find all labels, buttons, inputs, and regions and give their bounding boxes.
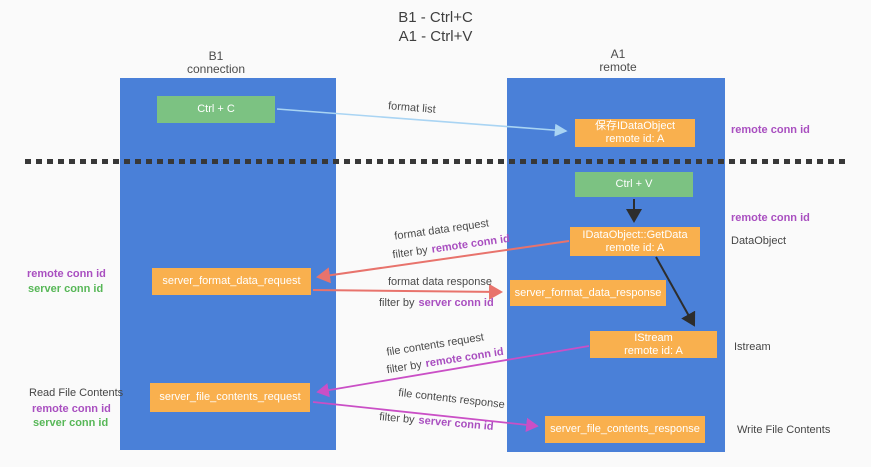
node-ctrl-c: Ctrl + C [157,96,275,123]
label-dataobject: DataObject [731,235,787,247]
node-ctrl-v: Ctrl + V [575,172,693,197]
node-ctrl-c-label: Ctrl + C [197,103,235,115]
label-read-file-contents: Read File Contents [29,387,124,399]
node-server-format-data-response-label: server_format_data_response [514,286,662,299]
diagram-title: B1 - Ctrl+C A1 - Ctrl+V [0,8,871,46]
right-column-header-line1: A1 [610,47,626,61]
arrow-file-contents-request [316,345,590,398]
arrow-format-data-request [316,240,570,284]
label-istream: Istream [734,341,771,353]
left-column-header-line2: connection [186,62,246,76]
arrow-format-list [276,108,568,137]
label-remote-conn-id-left: remote conn id [27,268,106,280]
label-remote-conn-id-top-right: remote conn id [731,124,810,136]
node-istream: IStream remote id: A [590,331,717,358]
node-server-format-data-response: server_format_data_response [510,280,666,306]
edge-label-format-data-response: format data response [388,276,492,288]
right-column-header: A1 remote [558,48,678,74]
node-idataobject-getdata: IDataObject::GetData remote id: A [570,227,700,256]
node-istream-line1: IStream [634,331,673,344]
node-idataobject-getdata-line1: IDataObject::GetData [582,228,688,241]
node-server-format-data-request-label: server_format_data_request [162,275,301,287]
label-server-conn-id-left: server conn id [28,283,104,295]
left-column-header: B1 connection [156,50,276,76]
arrow-getdata-to-istream [655,256,696,327]
title-line-2: A1 - Ctrl+V [398,28,473,45]
label-remote-conn-id-bottom-left: remote conn id [32,403,111,415]
arrow-file-contents-response [312,401,539,433]
filter-by-prefix: filter by [379,297,415,309]
node-server-file-contents-response: server_file_contents_response [545,416,705,443]
phase-separator-line [25,159,850,164]
filter-by-value-server: server conn id [418,297,494,309]
node-istream-line2: remote id: A [624,344,683,357]
node-save-idataobject: 保存IDataObject remote id: A [575,119,695,147]
node-server-file-contents-request: server_file_contents_request [150,383,310,412]
label-write-file-contents: Write File Contents [737,424,831,436]
label-remote-conn-id-mid-right: remote conn id [731,212,810,224]
title-line-1: B1 - Ctrl+C [398,9,473,26]
node-server-file-contents-response-label: server_file_contents_response [550,423,700,435]
node-save-idataobject-line1: 保存IDataObject [594,120,676,132]
node-idataobject-getdata-line2: remote id: A [605,241,665,254]
node-ctrl-v-label: Ctrl + V [615,178,653,190]
label-server-conn-id-bottom-left: server conn id [33,417,109,429]
arrow-format-data-response [312,283,503,300]
node-server-file-contents-request-label: server_file_contents_request [159,391,301,403]
node-save-idataobject-line2: remote id: A [605,133,665,145]
left-column-header-line1: B1 [208,49,224,63]
node-server-format-data-request: server_format_data_request [152,268,311,295]
right-column-header-line2: remote [599,60,637,74]
